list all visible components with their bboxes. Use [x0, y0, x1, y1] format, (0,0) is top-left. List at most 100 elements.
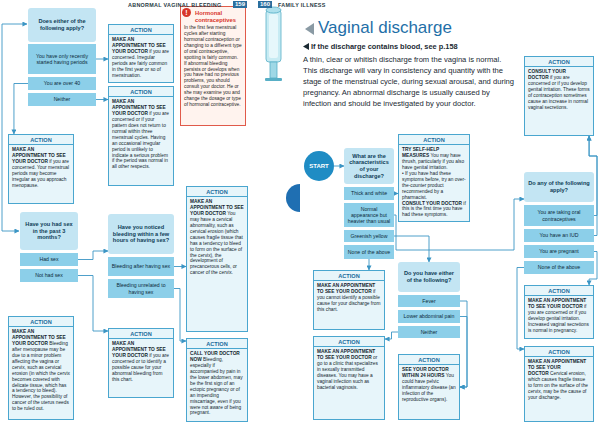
page-title: Vaginal discharge — [318, 18, 452, 38]
action-heading: ACTION — [525, 59, 593, 67]
flow-arrow — [394, 199, 524, 250]
note-body: In the first few menstrual cycles after … — [184, 25, 242, 108]
action-paragraph: SEE YOUR DOCTOR WITHIN 24 HOURSYou could… — [402, 367, 456, 402]
action-heading: ACTION — [109, 27, 173, 35]
option-box: You are taking oral contraceptives — [524, 205, 594, 226]
page-number: 159 — [233, 1, 247, 8]
action-box: ACTION MAKE AN APPOINTMENT TO SEE YOUR DO… — [108, 24, 174, 83]
action-paragraph: CONSULT YOUR DOCTORif you are concerned … — [528, 69, 590, 110]
action-paragraph: MAKE AN APPOINTMENT TO SEE YOUR DOCTORif… — [528, 298, 590, 333]
option-box: Bleeding after having sex — [108, 257, 174, 276]
action-box: ACTIONMAKE AN APPOINTMENT TO SEE YOUR DO… — [8, 316, 74, 420]
option-text: You are over 40 — [31, 80, 93, 86]
flow-arrow — [174, 266, 186, 267]
action-paragraph: MAKE AN APPOINTMENT TO SEE YOUR DOCTORif… — [112, 341, 170, 382]
option-box: You have only recently started having pe… — [28, 44, 96, 74]
action-heading: ACTION — [525, 288, 593, 296]
action-box: ACTION MAKE AN APPOINTMENT TO SEE YOUR DO… — [313, 336, 385, 420]
option-box: Had sex — [20, 253, 78, 266]
option-text: Neither — [401, 329, 457, 335]
option-box: Thick and white — [344, 187, 394, 200]
flow-arrow — [334, 166, 344, 167]
applicator-plunger — [270, 62, 277, 78]
action-text: if you are concerned or if you develop g… — [528, 75, 590, 110]
option-text: Not had sex — [23, 272, 75, 278]
question-box: Do you have either of the following? — [398, 262, 460, 292]
flow-arrow — [96, 59, 108, 60]
plunger-end — [265, 78, 282, 81]
action-heading: ACTION — [399, 357, 459, 365]
option-text: Fever — [401, 298, 457, 304]
question-text: Do any of the following apply? — [527, 180, 591, 193]
action-paragraph: MAKE AN APPOINTMENT TO SEE YOUR DOCTORif… — [12, 147, 70, 188]
option-text: None of the above — [347, 249, 391, 255]
applicator-tube — [266, 10, 281, 62]
question-box: Have you noticed bleeding within a few h… — [108, 214, 174, 254]
action-text: You may have a cervical abnormality, suc… — [190, 211, 243, 275]
page-number: 160 — [258, 1, 272, 8]
action-paragraph: • If you have had these symptoms before,… — [402, 171, 466, 201]
action-box: ACTION CONSULT YOUR DOCTORif you are conc… — [524, 56, 594, 136]
start-circle: START — [304, 151, 334, 181]
action-heading: ACTION — [9, 319, 73, 327]
action-box: ACTIONTRY SELF-HELP MEASURESYou may have… — [398, 134, 470, 222]
action-box: ACTION MAKE AN APPOINTMENT TO SEE YOUR DO… — [108, 86, 174, 186]
action-paragraph: MAKE AN APPOINTMENT TO SEE YOUR DOCTORor… — [317, 349, 381, 390]
action-paragraph: CALL YOUR DOCTOR NOWBleeding, especially… — [190, 351, 244, 416]
see-marker — [303, 43, 309, 50]
action-box: ACTION SEE YOUR DOCTOR WITHIN 24 HOURSYou… — [398, 354, 460, 420]
action-heading: ACTION — [187, 189, 247, 197]
action-heading: ACTION — [9, 137, 73, 145]
action-lead: MAKE AN APPOINTMENT TO SEE YOUR DOCTOR — [190, 199, 244, 216]
question-box: What are the characteristics of your dis… — [344, 148, 394, 184]
offpage-arrow — [2, 24, 27, 25]
running-head: ABNORMAL VAGINAL BLEEDING — [128, 2, 228, 9]
option-box: Fever — [398, 295, 460, 307]
page-tab — [286, 184, 300, 212]
flow-arrow — [460, 317, 467, 388]
action-box: ACTION MAKE AN APPOINTMENT TO SEE YOUR DO… — [186, 186, 248, 332]
option-box: Normal appearance but heavier than usual — [344, 203, 394, 227]
action-box: ACTIONMAKE AN APPOINTMENT TO SEE YOUR DO… — [313, 270, 385, 330]
action-heading: ACTION — [525, 349, 593, 357]
action-paragraph: MAKE AN APPOINTMENT TO SEE YOUR DOCTORif… — [112, 37, 170, 78]
running-head: FAMILY ILLNESS — [278, 2, 368, 9]
flow-arrow — [78, 251, 108, 260]
cross-reference: If the discharge contains blood, see p.1… — [311, 42, 516, 51]
option-box: You have an IUD — [524, 229, 594, 242]
option-box: None of the above — [344, 245, 394, 259]
option-text: Thick and white — [347, 190, 391, 196]
action-heading: ACTION — [314, 339, 384, 347]
flow-arrow — [14, 84, 28, 135]
option-text: Normal appearance but heavier than usual — [347, 206, 391, 225]
action-heading: ACTION — [314, 273, 384, 281]
offpage-line — [2, 24, 3, 231]
applicator-shine — [269, 14, 278, 58]
action-heading: ACTION — [109, 89, 173, 97]
action-lead: SEE YOUR DOCTOR WITHIN 24 HOURS — [402, 367, 449, 378]
action-lead: MAKE AN APPOINTMENT TO SEE YOUR DOCTOR — [528, 298, 586, 309]
option-box: Greenish yellow — [344, 230, 394, 242]
action-text: Bleeding after menopause may be due to a… — [12, 341, 70, 411]
option-text: Greenish yellow — [347, 233, 391, 239]
option-text: Neither — [31, 96, 93, 102]
applicator-illustration — [265, 7, 282, 81]
action-paragraph: MAKE AN APPOINTMENT TO SEE YOUR DOCTORif… — [112, 99, 170, 170]
flow-arrow — [174, 289, 186, 342]
option-box: Neither — [398, 326, 460, 338]
question-box: Do any of the following apply? — [524, 172, 594, 202]
flow-arrow — [460, 301, 467, 387]
flow-arrow — [369, 259, 370, 270]
option-box: Not had sex — [20, 269, 78, 282]
option-text: Bleeding unrelated to having sex — [111, 282, 171, 294]
action-lead: MAKE AN APPOINTMENT TO SEE YOUR DOCTOR — [317, 349, 375, 360]
action-heading: ACTION — [399, 137, 469, 145]
intro-text: A thin, clear or whitish discharge from … — [303, 54, 515, 109]
start-text: START — [304, 163, 334, 169]
action-text: or go to a clinic that specializes in se… — [317, 355, 378, 390]
title-marker — [305, 23, 314, 35]
warning-icon: ! — [182, 8, 191, 17]
offpage-arrow — [2, 231, 19, 232]
action-box: ACTIONMAKE AN APPOINTMENT TO SEE YOUR DO… — [108, 328, 174, 398]
